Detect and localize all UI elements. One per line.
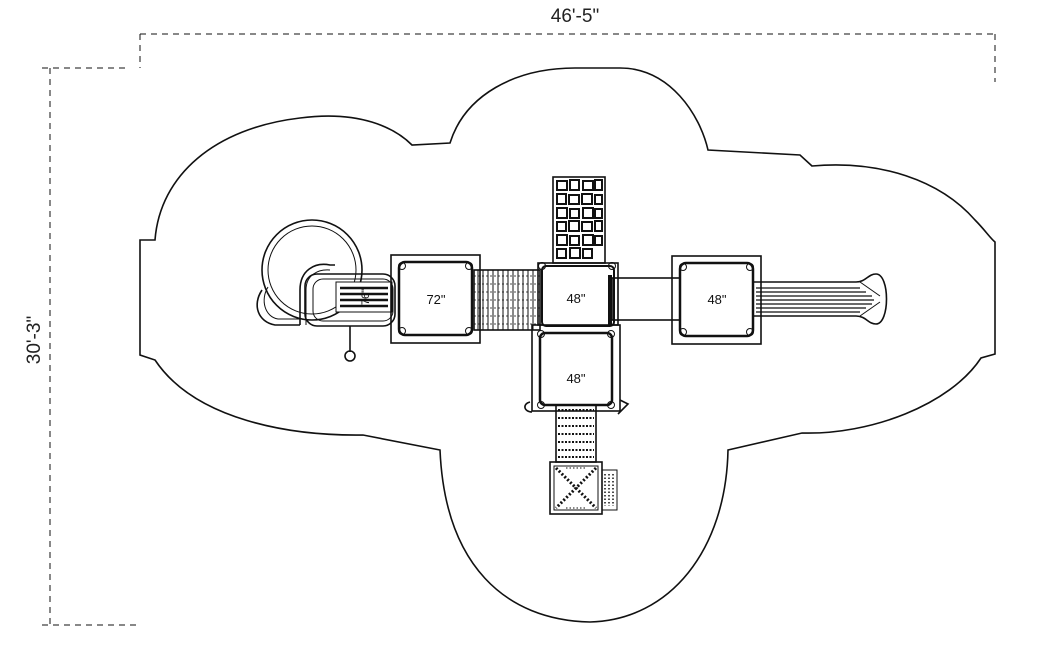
slide-entry-panel: 76" bbox=[335, 281, 393, 313]
ground-post bbox=[344, 326, 356, 362]
deck-72: 72" bbox=[390, 254, 481, 344]
deck-48-lower-label: 48" bbox=[566, 371, 585, 386]
landing-platform bbox=[549, 461, 618, 515]
deck-48-right: 48" bbox=[671, 255, 762, 345]
safety-zone-outline bbox=[139, 67, 996, 623]
deck-48-center: 48" bbox=[537, 262, 619, 327]
height-dimension: 30'-3" bbox=[24, 67, 140, 626]
deck-48-center-label: 48" bbox=[566, 291, 585, 306]
slide-label: 76" bbox=[360, 289, 372, 305]
mesh-bridge bbox=[473, 269, 541, 331]
width-label: 46'-5" bbox=[551, 6, 599, 27]
deck-48-right-label: 48" bbox=[707, 292, 726, 307]
stairs bbox=[555, 404, 597, 463]
rock-climber bbox=[552, 176, 606, 264]
height-label: 30'-3" bbox=[24, 316, 45, 364]
deck-72-label: 72" bbox=[426, 292, 445, 307]
width-dimension: 46'-5" bbox=[139, 6, 996, 82]
wave-slide bbox=[754, 273, 888, 325]
deck-48-lower: 48" bbox=[524, 324, 630, 415]
